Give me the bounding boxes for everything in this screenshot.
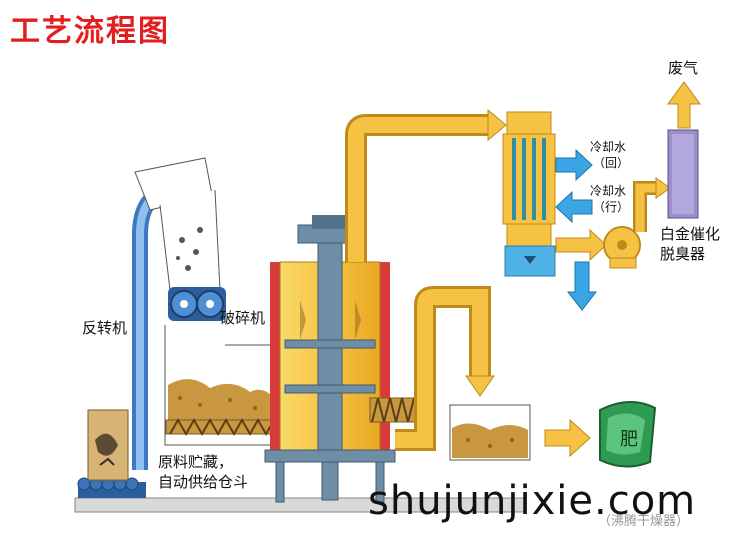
dryer-caption: （沸腾干燥器） xyxy=(598,514,690,529)
crusher-rollers xyxy=(168,287,226,321)
fertilizer-bag: 肥 xyxy=(599,401,657,468)
dryer-to-bag-arrow xyxy=(544,418,591,458)
exhaust-fan xyxy=(603,226,641,269)
diagram-title: 工艺流程图 xyxy=(10,14,170,49)
gas-to-pump-arrow xyxy=(555,228,607,262)
crusher-label: 破碎机 xyxy=(220,309,266,327)
feed-hopper xyxy=(134,157,221,291)
catalyst-label-line1: 白金催化 xyxy=(660,225,721,243)
exhaust-arrow xyxy=(667,81,701,129)
catalytic-deodorizer xyxy=(667,129,699,219)
vapor-pipe xyxy=(345,108,507,262)
cooling-water-supply-sub: （行） xyxy=(593,200,630,214)
fan-to-catalyst-pipe xyxy=(635,183,660,232)
exhaust-label: 废气 xyxy=(668,59,699,77)
catalyst-label-line2: 脱臭器 xyxy=(660,245,706,263)
fluidized-dryer xyxy=(449,404,531,461)
reactor-vessel xyxy=(264,215,396,503)
fan-to-catalyst-arrow xyxy=(655,177,671,199)
product-pipe xyxy=(395,286,495,451)
raw-storage-label-line1: 原料贮藏， xyxy=(158,453,234,471)
raw-material-bin xyxy=(87,409,129,481)
raw-storage-label-line2: 自动供给仓斗 xyxy=(158,473,249,491)
condenser xyxy=(502,111,556,277)
reverse-conveyor-label: 反转机 xyxy=(82,319,128,337)
cooling-water-return-label: 冷却水 xyxy=(590,140,627,154)
ground-floor xyxy=(74,497,526,513)
watermark-text: shujunjixie.com xyxy=(368,478,697,524)
fertilizer-bag-text: 肥 xyxy=(620,429,638,450)
discharge-screw xyxy=(369,397,421,423)
cooling-water-return-sub: （回） xyxy=(593,156,630,170)
cooling-water-arrows xyxy=(555,148,598,311)
cooling-water-supply-label: 冷却水 xyxy=(590,184,627,198)
